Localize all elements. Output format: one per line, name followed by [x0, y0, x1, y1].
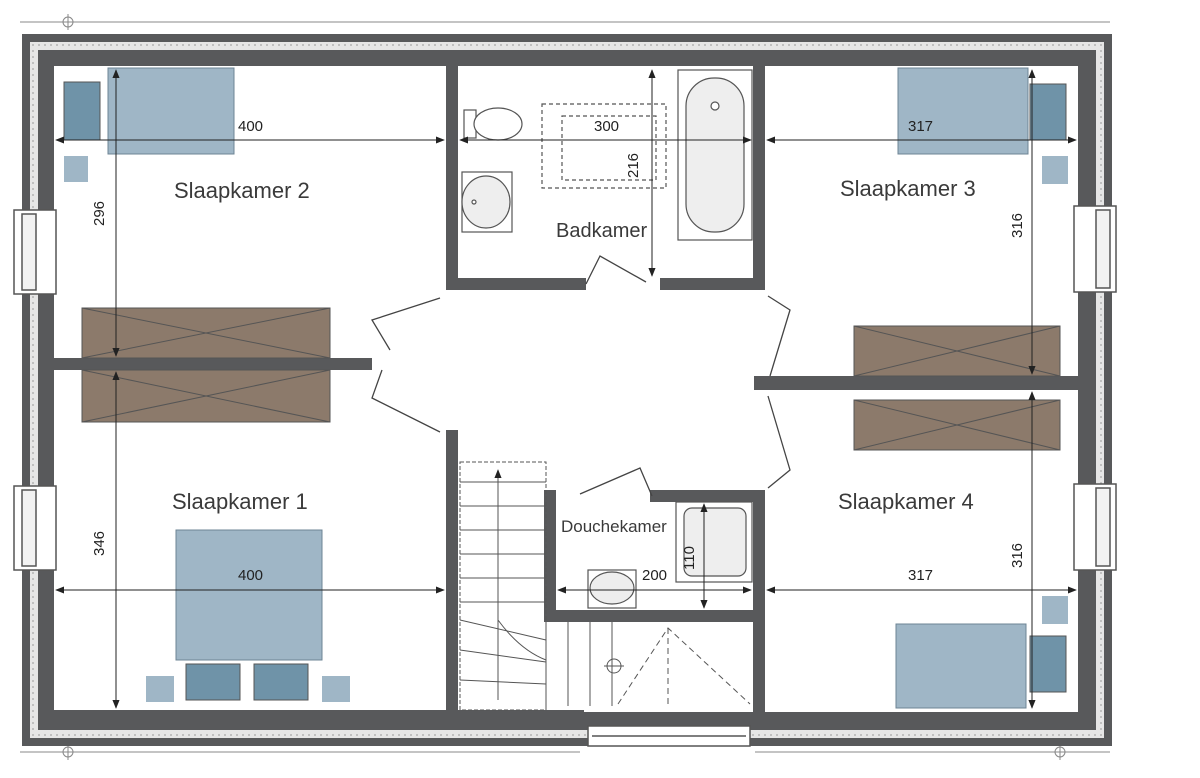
- label-badkamer: Badkamer: [556, 220, 647, 242]
- dim-douche-height: 110: [681, 546, 698, 570]
- dim-s3-width: 317: [908, 118, 933, 135]
- label-slaapkamer-1: Slaapkamer 1: [172, 489, 308, 514]
- closets: [81, 307, 1061, 451]
- staircase: [459, 461, 751, 711]
- dim-s1-height: 346: [91, 531, 108, 556]
- bed-slaapkamer-4: [895, 596, 1068, 709]
- dim-s4-width: 317: [908, 567, 933, 584]
- dim-bad-width: 300: [594, 118, 619, 135]
- label-slaapkamer-3: Slaapkamer 3: [840, 176, 976, 201]
- dim-s2-width: 400: [238, 118, 263, 135]
- dimension-labels: 400 296 400 346 300 216 317 316 317 316 …: [91, 118, 1026, 584]
- dim-s4-height: 316: [1009, 543, 1026, 568]
- label-slaapkamer-4: Slaapkamer 4: [838, 489, 974, 514]
- interior-walls: [54, 66, 1078, 714]
- dim-douche-width: 200: [642, 567, 667, 584]
- label-slaapkamer-2: Slaapkamer 2: [174, 178, 310, 203]
- dim-s2-height: 296: [91, 201, 108, 226]
- label-douchekamer: Douchekamer: [561, 517, 667, 536]
- dimension-lines: [55, 69, 1077, 709]
- dim-s1-width: 400: [238, 567, 263, 584]
- dim-s3-height: 316: [1009, 213, 1026, 238]
- doors: [371, 255, 791, 497]
- dim-bad-height: 216: [625, 153, 642, 178]
- room-labels: Slaapkamer 2 Slaapkamer 1 Slaapkamer 3 S…: [172, 176, 976, 536]
- axis-lines: [20, 14, 1110, 760]
- windows: [13, 205, 1117, 747]
- bed-slaapkamer-1: [146, 529, 350, 702]
